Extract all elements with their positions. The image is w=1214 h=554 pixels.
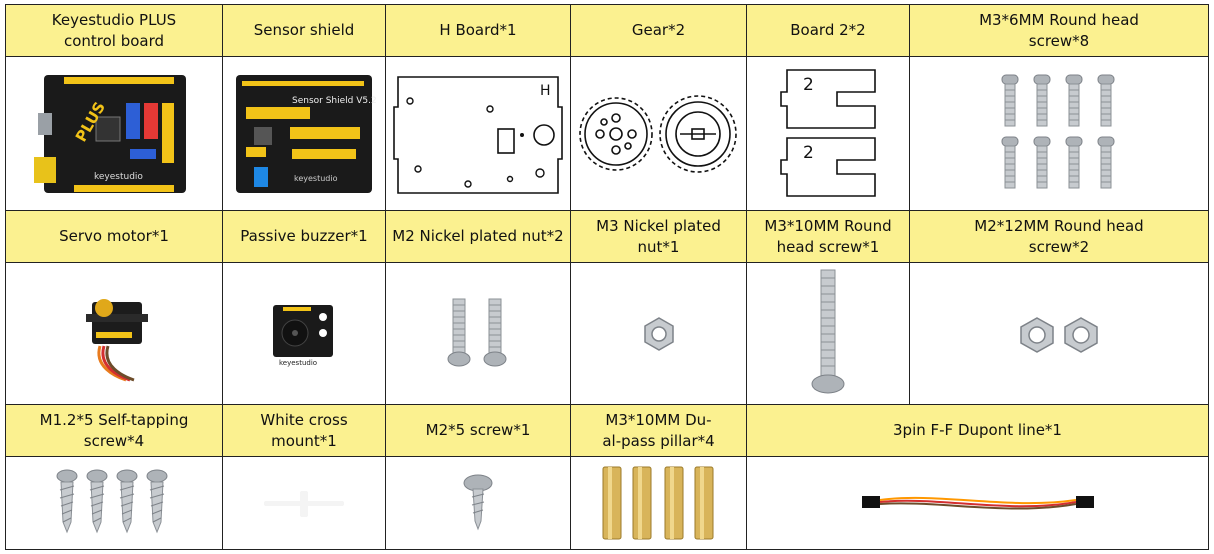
header-white-cross-mount: White cross mount*1 <box>223 405 386 457</box>
svg-text:H: H <box>540 83 551 99</box>
image-m3-6mm-screws <box>910 57 1209 211</box>
image-dupont-line <box>747 457 1209 550</box>
header-dual-pass-pillar: M3*10MM Du- al-pass pillar*4 <box>571 405 747 457</box>
screw-icon <box>56 469 168 533</box>
header-m3-10mm-screw: M3*10MM Round head screw*1 <box>747 211 910 263</box>
image-sensor-shield: Sensor Shield V5.2 keyestudio <box>223 57 386 211</box>
buzzer-module-icon: keyestudio <box>273 304 333 367</box>
header-passive-buzzer: Passive buzzer*1 <box>223 211 386 263</box>
dupont-cable-icon <box>861 496 1094 510</box>
image-white-cross-mount <box>223 457 386 550</box>
brass-pillar-icon <box>602 466 713 540</box>
image-m2-nuts <box>386 263 571 405</box>
header-m3-nut: M3 Nickel plated nut*1 <box>571 211 747 263</box>
image-gear <box>571 57 747 211</box>
svg-text:keyestudio: keyestudio <box>279 359 317 367</box>
gear-icon <box>578 94 737 173</box>
image-passive-buzzer: keyestudio <box>223 263 386 405</box>
cross-mount-icon <box>264 491 344 517</box>
hex-nut-icon <box>1020 316 1098 353</box>
svg-text:keyestudio: keyestudio <box>294 174 338 183</box>
header-gear: Gear*2 <box>571 5 747 57</box>
h-board-outline-icon: H <box>393 75 563 194</box>
servo-motor-icon <box>86 298 148 381</box>
image-m3-nut <box>571 263 747 405</box>
image-dual-pass-pillars <box>571 457 747 550</box>
screw-icon <box>1001 74 1115 189</box>
header-self-tapping-screw: M1.2*5 Self-tapping screw*4 <box>6 405 223 457</box>
image-h-board: H <box>386 57 571 211</box>
header-m2-5-screw: M2*5 screw*1 <box>386 405 571 457</box>
svg-text:keyestudio: keyestudio <box>94 172 143 182</box>
image-m2-12mm-screws <box>910 263 1209 405</box>
image-board-2: 2 2 <box>747 57 910 211</box>
screw-icon <box>447 298 507 366</box>
header-dupont-line: 3pin F-F Dupont line*1 <box>747 405 1209 457</box>
svg-text:2: 2 <box>803 75 814 95</box>
sensor-shield-icon: Sensor Shield V5.2 keyestudio <box>235 74 377 193</box>
header-m3-6mm-screw: M3*6MM Round head screw*8 <box>910 5 1209 57</box>
image-servo-motor <box>6 263 223 405</box>
header-servo-motor: Servo motor*1 <box>6 211 223 263</box>
svg-text:2: 2 <box>803 143 814 163</box>
image-m3-10mm-screw <box>747 263 910 405</box>
hex-nut-icon <box>643 316 674 351</box>
header-sensor-shield: Sensor shield <box>223 5 386 57</box>
image-self-tapping-screws <box>6 457 223 550</box>
screw-icon <box>811 269 845 394</box>
screw-icon <box>463 474 493 531</box>
pcb-board-icon: PLUS keyestudio <box>34 74 186 193</box>
image-plus-board: PLUS keyestudio <box>6 57 223 211</box>
header-m2-12mm-screw: M2*12MM Round head screw*2 <box>910 211 1209 263</box>
header-board-2: Board 2*2 <box>747 5 910 57</box>
image-m2-5-screw <box>386 457 571 550</box>
svg-text:Sensor Shield V5.2: Sensor Shield V5.2 <box>292 96 377 106</box>
header-m2-nut: M2 Nickel plated nut*2 <box>386 211 571 263</box>
board-2-outline-icon: 2 2 <box>780 69 876 197</box>
header-plus-board: Keyestudio PLUS control board <box>6 5 223 57</box>
parts-table: Keyestudio PLUS control board Sensor shi… <box>5 4 1209 550</box>
header-h-board: H Board*1 <box>386 5 571 57</box>
